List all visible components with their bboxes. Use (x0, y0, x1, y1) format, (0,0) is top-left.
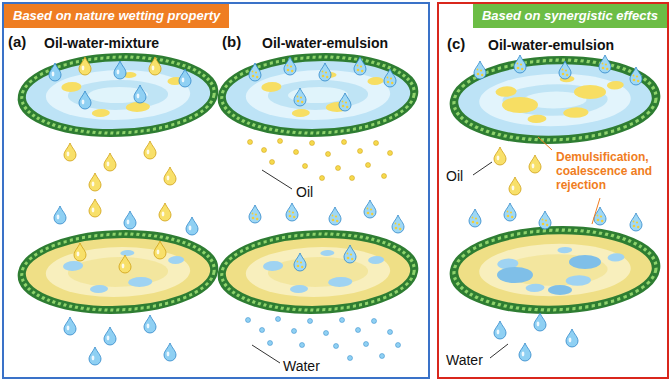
coalesced-water (497, 267, 533, 283)
emulsion-drop (294, 253, 306, 271)
emulsion-drop (364, 200, 376, 218)
mesh-membrane (215, 234, 420, 310)
output-label: Oil (296, 184, 313, 200)
water-drop (64, 317, 76, 335)
membrane-a-bottom (15, 199, 220, 365)
oil-drop (529, 155, 541, 173)
coalesced-water (569, 255, 601, 269)
emulsion-drop (514, 55, 526, 73)
leader-line (592, 198, 600, 224)
output-label: Oil (446, 168, 463, 184)
water-drop (104, 327, 116, 345)
panel: Based on nature wetting property (2, 2, 430, 379)
emulsion-drop (286, 203, 298, 221)
emulsion-drop (344, 245, 356, 263)
leader-line (262, 170, 292, 189)
mesh-membrane (447, 60, 663, 140)
output-label: Water (446, 352, 483, 368)
leader-line (538, 137, 552, 150)
mechanism-note: Demulsification, coalescence and rejecti… (556, 150, 664, 192)
water-drop (144, 315, 156, 333)
water-drop (79, 91, 91, 109)
emulsion-drop (339, 93, 351, 111)
membrane-a-top (15, 57, 220, 191)
water-drop (89, 347, 101, 365)
panel-letter: (b) (222, 34, 241, 50)
membrane-b-bottom (215, 200, 420, 361)
panel-heading: Based on synergistic effects (473, 4, 667, 28)
panel-title: Oil-water-emulsion (262, 35, 388, 51)
leader-line (490, 344, 508, 358)
water-drop (534, 313, 546, 331)
coalesced-oil (574, 85, 606, 99)
water-drop (164, 343, 176, 361)
emulsion-drop (539, 211, 551, 229)
water-droplets (246, 317, 401, 361)
panel-title: Oil-water-emulsion (488, 37, 614, 53)
water-drop (179, 69, 191, 87)
water-drop (566, 329, 578, 347)
oil-drop (154, 241, 166, 259)
membrane-b-top (215, 57, 420, 181)
panel-heading: Based on nature wetting property (4, 4, 229, 28)
mesh-membrane (15, 234, 220, 310)
oil-drop (494, 147, 506, 165)
emulsion-drop (329, 207, 341, 225)
emulsion-drop (559, 61, 571, 79)
emulsion-drop (474, 61, 486, 79)
coalesced-water (548, 285, 572, 295)
oil-drop (104, 153, 116, 171)
leader-line (473, 162, 492, 175)
oil-drop (74, 243, 86, 261)
emulsion-drop (630, 67, 642, 85)
water-drop (494, 321, 506, 339)
panel-title: Oil-water-mixture (44, 35, 159, 51)
mesh-membrane (215, 57, 420, 133)
oil-drop (149, 57, 161, 75)
output-label: Water (283, 358, 320, 374)
leader-line (252, 345, 280, 363)
leader-lines (252, 162, 508, 363)
oil-drop (79, 57, 91, 75)
oil-drop (89, 199, 101, 217)
panel-letter: (c) (447, 36, 465, 52)
water-drop (54, 206, 66, 224)
water-drop (124, 211, 136, 229)
emulsion-drop (354, 57, 366, 75)
oil-drop (144, 141, 156, 159)
oil-drop (89, 173, 101, 191)
oil-drop (119, 255, 131, 273)
oil-drop (509, 177, 521, 195)
oil-drop (64, 143, 76, 161)
coalesced-oil (502, 97, 538, 113)
membrane-c-bottom (447, 203, 663, 361)
emulsion-drop (319, 63, 331, 81)
water-drop (519, 343, 531, 361)
emulsion-drop (504, 203, 516, 221)
emulsion-drop (284, 57, 296, 75)
emulsion-drop (249, 205, 261, 223)
emulsion-drop (594, 207, 606, 225)
oil-drop (164, 167, 176, 185)
emulsion-drop (249, 63, 261, 81)
emulsion-drop (469, 209, 481, 227)
emulsion-drop (294, 88, 306, 106)
emulsion-drop (630, 213, 642, 231)
panel: Based on synergistic effects (437, 2, 669, 379)
emulsion-drop (384, 69, 396, 87)
emulsion-drop (392, 215, 404, 233)
water-drop (186, 217, 198, 235)
water-drop (49, 63, 61, 81)
panel-letter: (a) (8, 34, 26, 50)
oil-drop (159, 203, 171, 221)
mesh-membrane (447, 230, 663, 310)
water-drop (134, 85, 146, 103)
water-drop (114, 61, 126, 79)
emulsion-drop (599, 55, 611, 73)
mesh-membrane (15, 57, 220, 133)
